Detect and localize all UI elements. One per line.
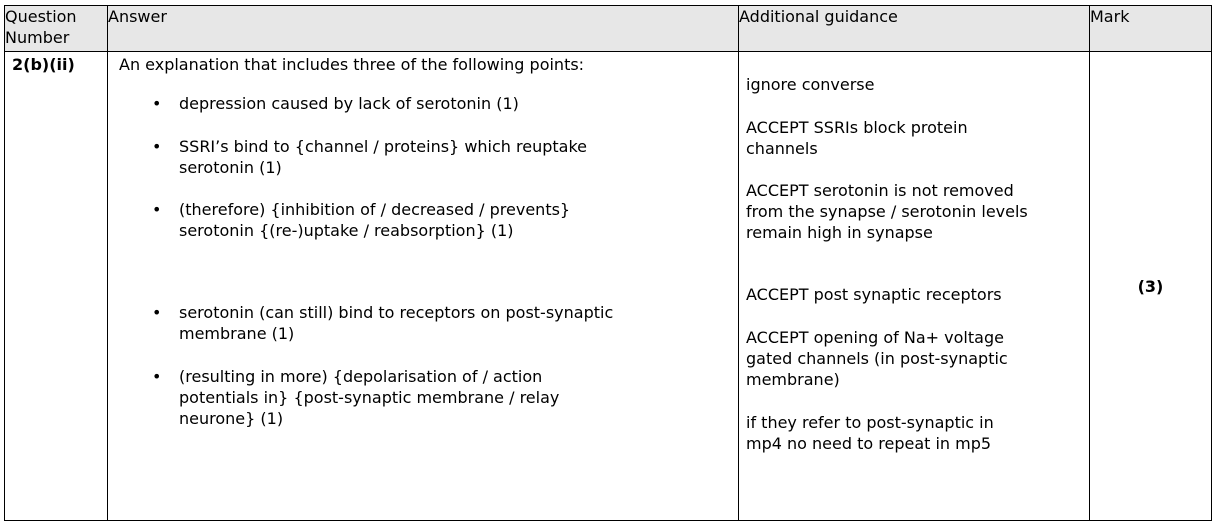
marking-point-text: (therefore) {inhibition of / decreased /… — [179, 200, 571, 240]
marking-points-list: • depression caused by lack of serotonin… — [119, 93, 738, 429]
header-row: Question Number Answer Additional guidan… — [4, 5, 1212, 52]
bullet-icon: • — [152, 94, 162, 113]
marking-point-text: SSRI’s bind to {channel / proteins} whic… — [179, 137, 587, 177]
marking-point: • (resulting in more) {depolarisation of… — [119, 366, 738, 429]
marking-point: • SSRI’s bind to {channel / proteins} wh… — [119, 136, 738, 178]
bullet-icon: • — [152, 200, 162, 219]
question-number-cell: 2(b)(ii) — [4, 51, 108, 521]
marking-point: • depression caused by lack of serotonin… — [119, 93, 738, 114]
marking-point-text: (resulting in more) {depolarisation of /… — [179, 367, 560, 428]
marking-point: • (therefore) {inhibition of / decreased… — [119, 199, 738, 241]
marking-point-text: serotonin (can still) bind to receptors … — [179, 303, 614, 343]
header-question-number: Question Number — [4, 5, 108, 52]
header-answer: Answer — [107, 5, 739, 52]
bullet-icon: • — [152, 137, 162, 156]
answer-row: 2(b)(ii) An explanation that includes th… — [4, 51, 1212, 521]
mark-scheme-table: Question Number Answer Additional guidan… — [4, 5, 1212, 521]
bullet-icon: • — [152, 303, 162, 322]
marking-point-text: depression caused by lack of serotonin (… — [179, 94, 519, 113]
answer-cell: An explanation that includes three of th… — [107, 51, 739, 521]
guidance-cell: ignore converse ACCEPT SSRIs block prote… — [738, 51, 1090, 521]
guidance-item: ACCEPT post synaptic receptors — [746, 285, 1002, 304]
marking-point: • serotonin (can still) bind to receptor… — [119, 302, 738, 344]
answer-intro: An explanation that includes three of th… — [119, 55, 585, 74]
header-additional-guidance: Additional guidance — [738, 5, 1090, 52]
bullet-icon: • — [152, 367, 162, 386]
header-mark: Mark — [1089, 5, 1212, 52]
guidance-item: ignore converse — [746, 75, 875, 94]
mark-cell: (3) — [1089, 51, 1212, 521]
